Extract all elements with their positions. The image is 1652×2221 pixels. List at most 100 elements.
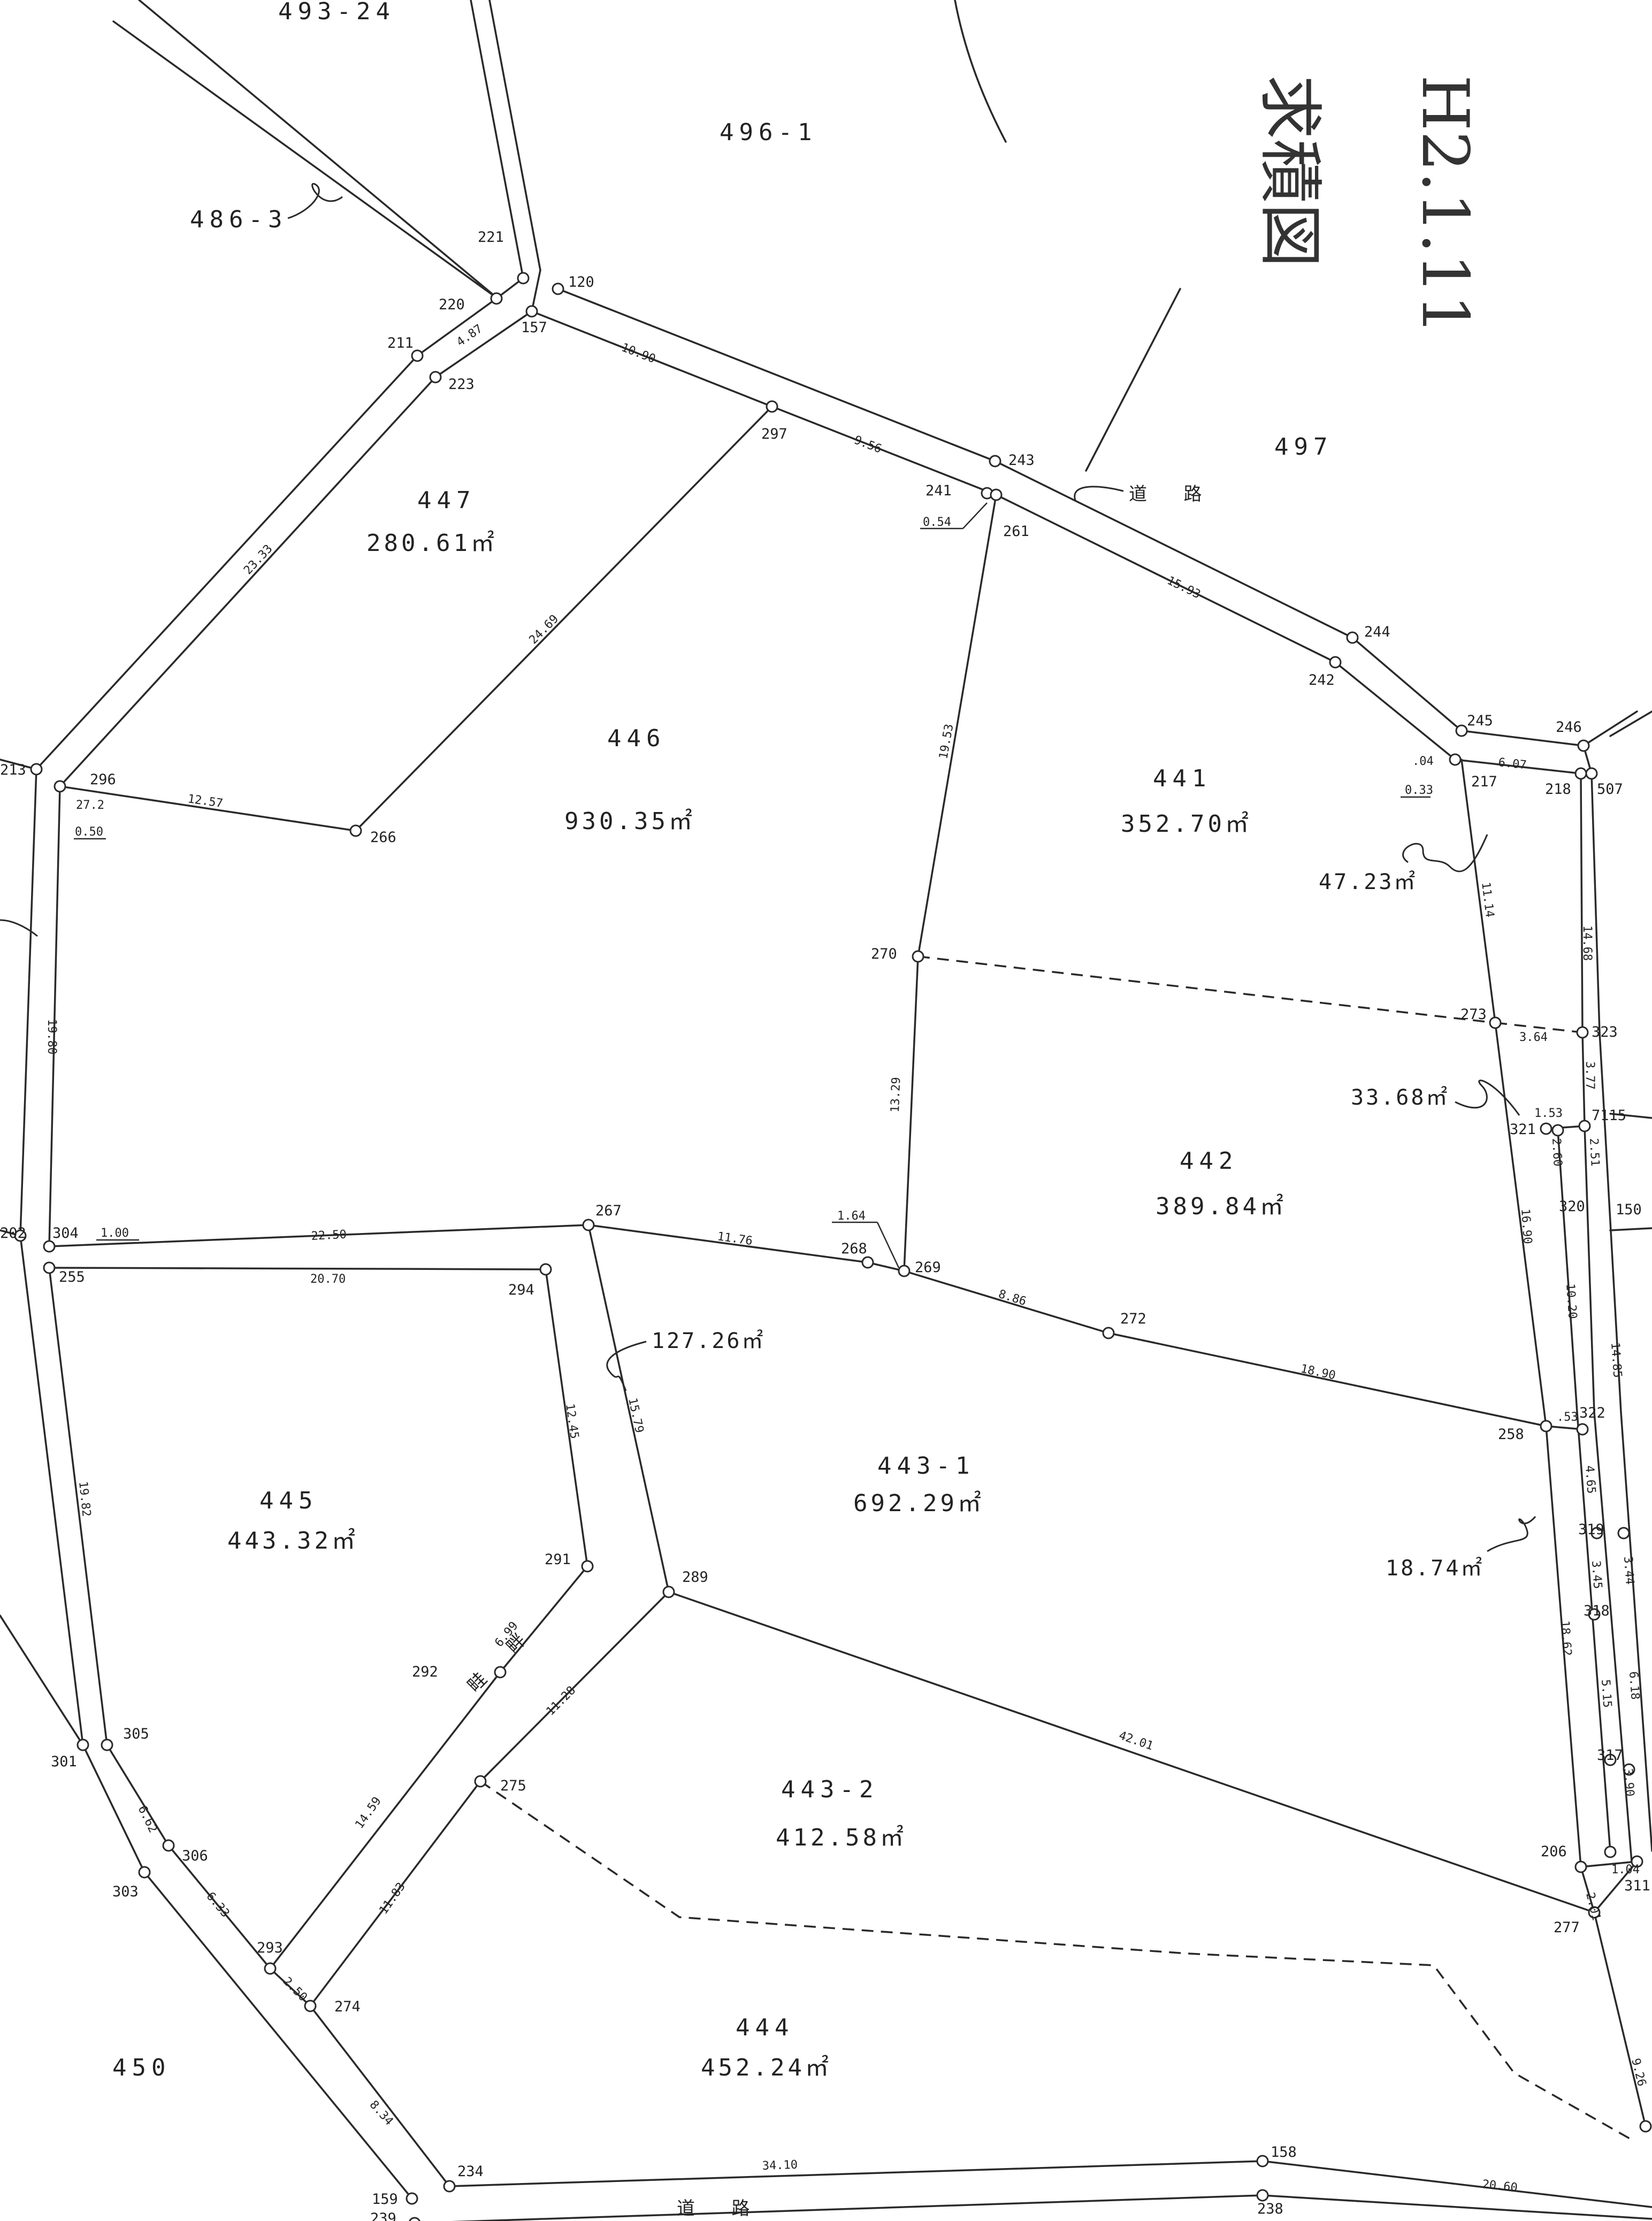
point-label: 255	[59, 1269, 85, 1285]
survey-point-marker	[539, 1263, 552, 1276]
point-label: 268	[841, 1240, 867, 1257]
point-label: 305	[123, 1726, 149, 1742]
survey-point-marker	[1256, 2155, 1269, 2168]
survey-point-marker	[304, 2000, 317, 2012]
survey-point-marker	[162, 1839, 175, 1852]
survey-point-marker	[406, 2192, 418, 2205]
parcel-id: 447	[417, 487, 476, 514]
dimension-label: 27.2	[76, 799, 104, 812]
point-label: 157	[521, 319, 547, 336]
survey-point-marker	[1631, 1855, 1643, 1868]
dimension-label: .53	[1557, 1411, 1578, 1424]
point-label: 267	[595, 1203, 622, 1219]
point-label: 507	[1597, 781, 1623, 798]
point-label: 245	[1467, 713, 1493, 729]
survey-point-marker	[1489, 1016, 1502, 1029]
point-label: 275	[500, 1778, 526, 1794]
point-label: 7115	[1592, 1107, 1626, 1124]
point-label: 304	[52, 1225, 79, 1242]
survey-point-marker	[101, 1738, 113, 1751]
point-label: 301	[51, 1753, 77, 1770]
point-label: 246	[1556, 719, 1582, 736]
point-label: 158	[1271, 2144, 1297, 2161]
parcel-area: 412.58㎡	[776, 1824, 907, 1851]
leader-curves	[0, 183, 1536, 1552]
point-label: 274	[334, 1998, 361, 2015]
survey-point-marker	[1576, 1423, 1589, 1436]
dimension-label: 12.57	[187, 792, 224, 810]
survey-point-marker	[14, 1229, 27, 1242]
point-label: 243	[1008, 452, 1035, 469]
survey-point-marker	[264, 1962, 277, 1975]
dimension-label: 0.33	[1405, 784, 1433, 797]
survey-point-marker	[517, 272, 530, 285]
dimension-label: 16.90	[1518, 1208, 1534, 1245]
survey-point-marker	[1346, 631, 1359, 644]
point-label: 270	[871, 946, 897, 962]
dimension-label: 24.69	[527, 612, 562, 647]
survey-point-marker	[1540, 1122, 1552, 1135]
point-label: 213	[0, 762, 26, 778]
survey-point-marker	[1585, 767, 1598, 780]
dimension-label: 4.65	[1582, 1465, 1598, 1495]
parcel-area: 930.35㎡	[564, 808, 695, 835]
dimension-label: 3.45	[1589, 1560, 1604, 1590]
survey-point-marker	[525, 305, 538, 318]
survey-point-marker	[581, 1560, 594, 1573]
parcel-id: 496-1	[720, 119, 817, 146]
point-circles	[14, 272, 1652, 2221]
survey-point-marker	[443, 2180, 456, 2193]
survey-point-marker	[30, 763, 43, 776]
dimension-label: 2.51	[1587, 1138, 1602, 1167]
survey-point-marker	[494, 1666, 507, 1679]
point-label: 321	[1510, 1121, 1536, 1138]
point-label: 303	[112, 1883, 139, 1900]
parcel-id: 445	[259, 1487, 318, 1514]
dashed-lines	[480, 955, 1632, 2141]
parcel-id: 443-2	[781, 1776, 878, 1803]
dimension-label: 2.01	[1583, 1891, 1603, 1921]
dimension-label: 10.90	[620, 341, 657, 366]
dimension-label: 6.33	[203, 1890, 232, 1920]
survey-point-marker	[662, 1586, 675, 1598]
point-label: 238	[1257, 2201, 1283, 2217]
dimension-label: 11.83	[377, 1880, 408, 1917]
road-labels: 道 路 道 路 畦 畔	[463, 484, 1214, 2219]
point-label: 261	[1003, 523, 1029, 540]
dimension-label: 10.20	[1563, 1283, 1579, 1320]
dimension-label: 13.29	[889, 1077, 903, 1113]
dimension-label: 3.77	[1583, 1061, 1596, 1090]
point-label: 322	[1579, 1405, 1605, 1421]
survey-point-marker	[766, 400, 778, 413]
point-label: 318	[1584, 1603, 1610, 1619]
dimension-label: 14.68	[1580, 925, 1594, 961]
road-label: 道 路	[677, 2198, 762, 2219]
survey-point-marker	[1577, 739, 1590, 752]
survey-point-marker	[1551, 1124, 1564, 1137]
point-label: 244	[1364, 624, 1390, 640]
point-label: 289	[682, 1569, 708, 1586]
survey-point-marker	[1604, 1845, 1617, 1858]
dimension-label: 6.07	[1497, 756, 1527, 772]
dimension-label: 2.60	[1549, 1138, 1564, 1167]
parcel-labels: 493-24 496-1 486-3 497 447 280.61㎡ 446 9…	[112, 0, 1327, 2081]
point-label: 159	[372, 2191, 398, 2208]
road-label: 道 路	[1129, 484, 1214, 505]
dimension-label: 18.62	[1558, 1620, 1574, 1657]
point-labels: 221 120 220 157 211 223 297 243 241 261 …	[0, 229, 1650, 2221]
survey-point-marker	[1578, 1120, 1591, 1132]
point-label: 269	[915, 1259, 941, 1276]
dimension-label: 3.90	[1621, 1768, 1636, 1797]
dimension-underlines	[74, 502, 1431, 1268]
handwritten-date: H2.1.11	[1408, 75, 1482, 335]
dimension-label: 11.28	[544, 1684, 579, 1719]
dimension-label: 9.26	[1628, 2057, 1648, 2087]
point-label: 211	[387, 335, 414, 351]
point-label: 218	[1545, 781, 1571, 798]
handwritten-title: 求積図	[1252, 75, 1327, 267]
dimension-label: 19.53	[937, 723, 956, 760]
handwritten-notes: 求積図 H2.1.11	[1252, 75, 1482, 335]
area-note: 127.26㎡	[652, 1329, 766, 1353]
survey-point-marker	[861, 1256, 874, 1269]
